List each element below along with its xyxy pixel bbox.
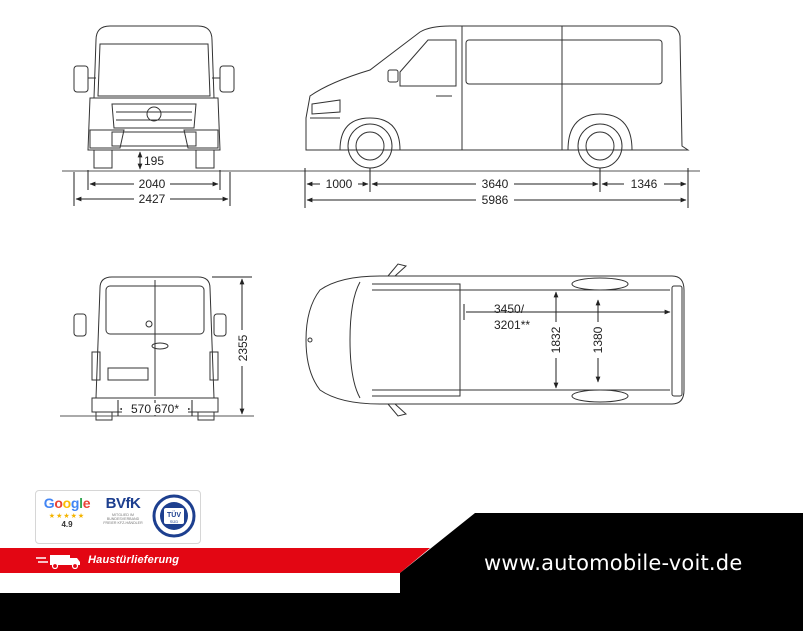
footer-bands [0, 513, 803, 631]
track-width-label: 2040 [139, 177, 166, 191]
google-rating-badge: Google ★★★★★ 4.9 [41, 495, 93, 529]
bvfk-subtext: MITGLIED IM BUNDESVERBAND FREIER KFZ-HÄN… [103, 513, 143, 525]
google-stars: ★★★★★ [48, 513, 86, 520]
website-url[interactable]: www.automobile-voit.de [484, 551, 743, 575]
truck-icon [36, 555, 80, 569]
door-opening-label: 570 670* [131, 402, 179, 416]
svg-text:TÜV: TÜV [167, 510, 181, 519]
overall-height-label: 2355 [236, 334, 250, 361]
overall-width-label: 2427 [139, 192, 166, 206]
footer-red-band [0, 548, 430, 573]
cargo-width-label: 1832 [549, 326, 563, 353]
front-view-drawing [73, 25, 235, 169]
ground-clearance-label: 195 [144, 154, 164, 168]
trust-badges: Google ★★★★★ 4.9 BVfK MITGLIED IM BUNDES… [35, 490, 201, 544]
google-rating-value: 4.9 [61, 520, 73, 529]
wheelbase-label: 3640 [482, 177, 509, 191]
side-view-drawing [305, 25, 690, 169]
rear-view-drawing [73, 276, 227, 421]
footer-black-band [0, 513, 803, 631]
rear-overhang-label: 1346 [631, 177, 658, 191]
tuv-sud-seal: TÜV SÜD [152, 494, 196, 538]
cargo-length-label-line1: 3450/ [494, 302, 525, 316]
cargo-width-between-arches-label: 1380 [591, 326, 605, 353]
top-view-drawing [305, 263, 685, 417]
front-overhang-label: 1000 [326, 177, 353, 191]
google-wordmark: Google [43, 495, 91, 511]
bvfk-logo: BVfK [105, 495, 141, 512]
dimension-labels: 195 2040 2427 1000 3640 1346 5986 2355 5… [122, 154, 664, 416]
cargo-length-label-line2: 3201** [494, 318, 530, 332]
bvfk-badge: BVfK MITGLIED IM BUNDESVERBAND FREIER KF… [100, 495, 146, 525]
home-delivery-label: Haustürlieferung [88, 554, 180, 566]
svg-text:SÜD: SÜD [170, 519, 179, 524]
overall-length-label: 5986 [482, 193, 509, 207]
